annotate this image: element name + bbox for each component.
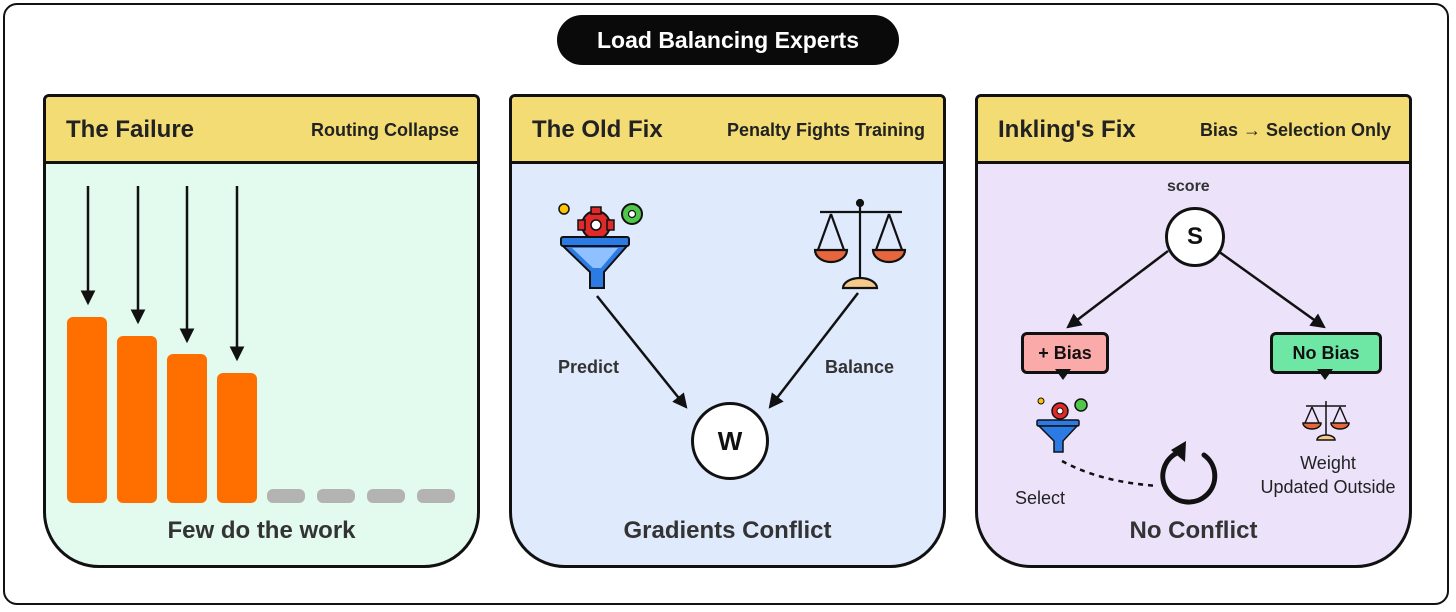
- diagram-title: Load Balancing Experts: [557, 15, 899, 65]
- updated-outside-label: Updated Outside: [1260, 477, 1396, 497]
- panel-inkling-fix: Inkling's Fix Bias → Selection Only scor…: [975, 94, 1412, 568]
- panel-inkling-fix-title: Inkling's Fix: [998, 116, 1136, 143]
- score-node: S: [1165, 207, 1225, 267]
- expert-load-bars: [46, 164, 477, 565]
- plus-bias-tag: + Bias: [1021, 332, 1109, 374]
- expert-bar-busy: [67, 317, 107, 503]
- panel-old-fix-header: The Old Fix Penalty Fights Training: [512, 97, 943, 164]
- panel-failure-subtitle: Routing Collapse: [311, 120, 459, 140]
- expert-bar-idle: [417, 489, 455, 503]
- score-label: score: [1167, 178, 1210, 195]
- select-label: Select: [1014, 488, 1066, 508]
- panel-old-fix: The Old Fix Penalty Fights Training Pred…: [509, 94, 946, 568]
- expert-bar-idle: [317, 489, 355, 503]
- panel-old-fix-caption: Gradients Conflict: [623, 517, 832, 544]
- expert-bar-idle: [267, 489, 305, 503]
- expert-bar-idle: [367, 489, 405, 503]
- panel-failure-header: The Failure Routing Collapse: [46, 97, 477, 164]
- panel-failure-caption: Few do the work: [167, 517, 356, 544]
- panel-old-fix-subtitle: Penalty Fights Training: [726, 120, 925, 140]
- panel-inkling-fix-subtitle: Bias → Selection Only: [1199, 120, 1391, 140]
- expert-bar-busy: [167, 354, 207, 503]
- weight-label: Weight: [1300, 453, 1356, 473]
- panel-failure: The Failure Routing Collapse Few do the …: [43, 94, 480, 568]
- panel-failure-title: The Failure: [66, 116, 195, 143]
- balance-label: Balance: [825, 357, 895, 377]
- panel-old-fix-title: The Old Fix: [532, 116, 663, 143]
- weight-node: W: [691, 402, 769, 480]
- no-bias-tag: No Bias: [1270, 332, 1382, 374]
- panel-inkling-fix-header: Inkling's Fix Bias → Selection Only: [978, 97, 1409, 164]
- panel-inkling-fix-caption: No Conflict: [1129, 517, 1258, 544]
- expert-bar-busy: [217, 373, 257, 503]
- expert-bar-busy: [117, 336, 157, 503]
- predict-label: Predict: [558, 357, 620, 377]
